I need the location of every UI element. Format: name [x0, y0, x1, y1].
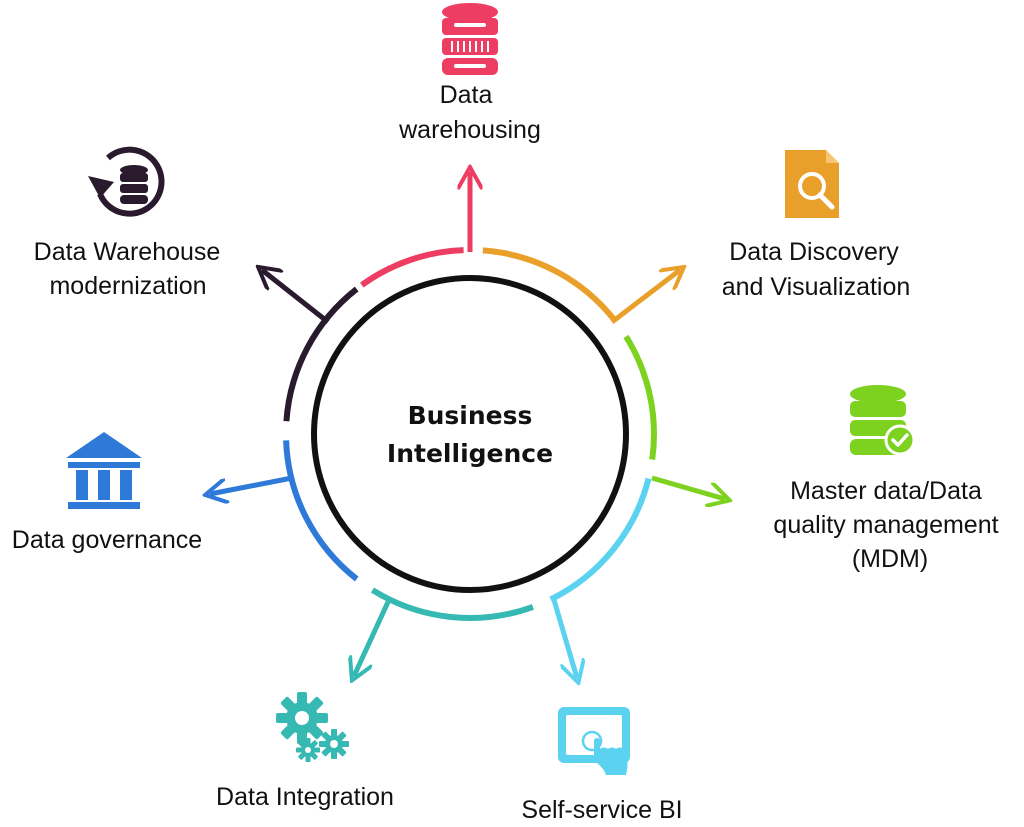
arrow-modernization: [262, 270, 330, 324]
ring-segment-discovery: [482, 247, 618, 323]
label-selfservice: Self-service BI: [521, 796, 682, 824]
label-modernization-line2: modernization: [49, 272, 206, 300]
arrow-discovery: [610, 270, 680, 324]
center-title-line1: Business: [408, 401, 533, 430]
document-search-icon: [785, 150, 839, 218]
label-warehousing-line1: Data: [440, 81, 493, 109]
label-mdm-line1: Master data/Data: [790, 477, 982, 505]
arrow-selfservice: [551, 599, 577, 678]
ring-segment-governance: [283, 440, 359, 582]
label-warehousing-line2: warehousing: [398, 116, 541, 144]
ring-segment-mdm: [623, 334, 657, 461]
connector-arrows: [210, 172, 725, 678]
arrow-governance: [210, 475, 293, 494]
ring-segment-selfservice: [549, 477, 652, 603]
ring-segment-integration: [370, 587, 534, 621]
label-discovery-line1: Data Discovery: [729, 238, 899, 266]
label-governance: Data governance: [12, 526, 202, 554]
arrow-mdm: [651, 475, 725, 499]
ring-segment-warehousing: [360, 247, 464, 288]
gears-icon: [276, 692, 349, 762]
label-integration: Data Integration: [216, 783, 394, 811]
ring-segment-modernization: [283, 286, 359, 422]
arrow-integration: [354, 600, 391, 676]
outer-ring-segments: [283, 247, 657, 621]
center-circle: [311, 275, 629, 593]
database-icon: [442, 3, 498, 75]
label-discovery-line2: and Visualization: [722, 273, 911, 301]
center-title-line2: Intelligence: [387, 439, 553, 468]
database-refresh-icon: [88, 146, 165, 217]
label-mdm-line3: (MDM): [852, 545, 928, 573]
label-modernization-line1: Data Warehouse: [34, 238, 221, 266]
database-check-icon: [850, 385, 916, 456]
bank-building-icon: [66, 432, 142, 509]
touch-screen-icon: [558, 707, 630, 775]
label-mdm-line2: quality management: [773, 511, 998, 539]
